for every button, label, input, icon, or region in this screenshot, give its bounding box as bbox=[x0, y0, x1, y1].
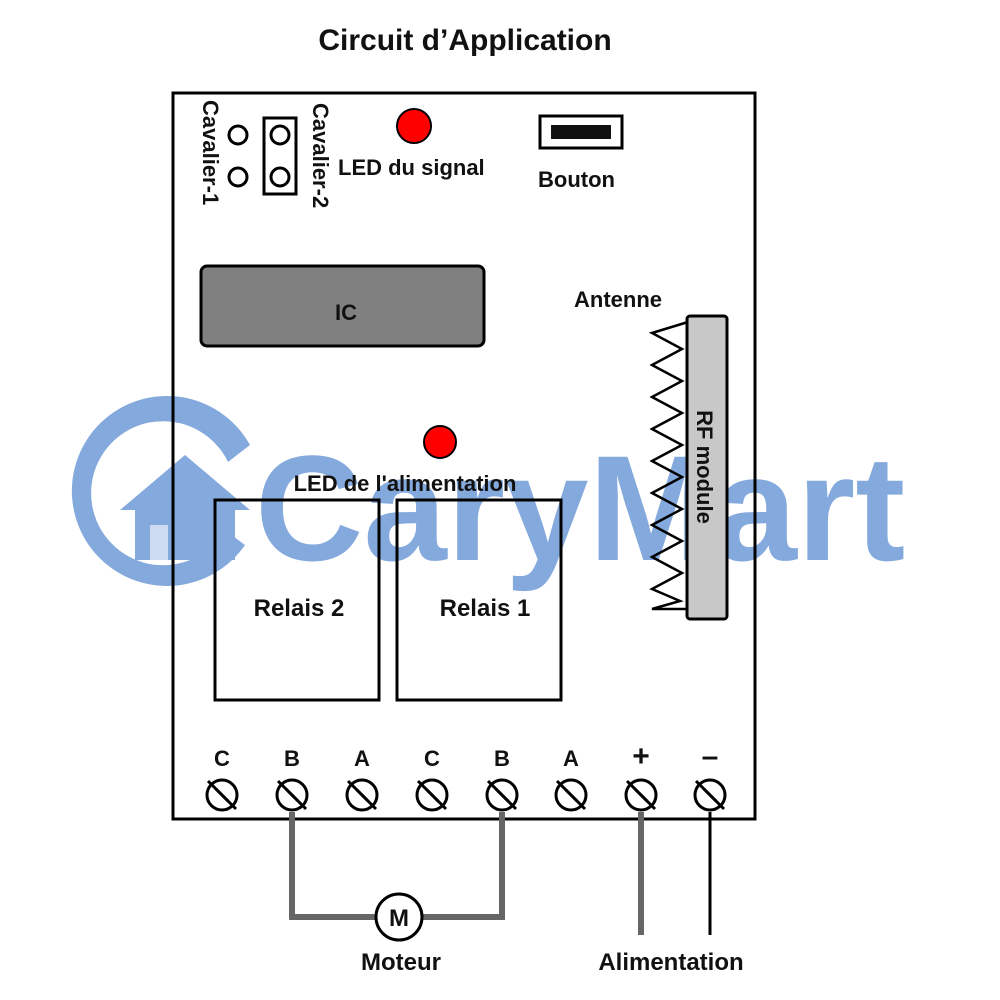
relay-1 bbox=[395, 498, 563, 702]
signal-led-icon bbox=[396, 108, 432, 144]
learn-button bbox=[538, 114, 624, 150]
relay-2-label: Relais 2 bbox=[254, 595, 345, 622]
screw-terminal-icon bbox=[415, 778, 449, 812]
terminal-label: B bbox=[284, 746, 300, 771]
screw-terminal-icon bbox=[485, 778, 519, 812]
power-supply-label: Alimentation bbox=[598, 949, 743, 976]
diagram-title: Circuit d’Application bbox=[318, 24, 611, 57]
jumper-2 bbox=[262, 116, 298, 196]
terminal-label: – bbox=[702, 740, 719, 773]
terminal-block: C B A C B A + – bbox=[205, 740, 727, 812]
receiver-board bbox=[171, 91, 757, 821]
jumper-1-pin-1 bbox=[227, 124, 249, 146]
jumper-2-pin-2 bbox=[269, 166, 291, 188]
rf-module-label: RF module bbox=[692, 410, 717, 524]
terminal-label: + bbox=[632, 740, 650, 773]
screw-terminal-icon bbox=[275, 778, 309, 812]
screw-terminal-icon bbox=[554, 778, 588, 812]
terminal-label: C bbox=[214, 746, 230, 771]
terminal-label: A bbox=[354, 746, 370, 771]
jumper-1-pin-2 bbox=[227, 166, 249, 188]
jumper-1 bbox=[227, 124, 249, 188]
button-label: Bouton bbox=[538, 167, 615, 192]
motor-wire bbox=[289, 812, 505, 920]
antenna-coil-icon bbox=[648, 320, 700, 611]
rf-module bbox=[685, 314, 729, 621]
relay-2 bbox=[213, 498, 381, 702]
antenna-label: Antenne bbox=[574, 287, 662, 312]
screw-terminal-icon bbox=[624, 778, 658, 812]
signal-led-label: LED du signal bbox=[338, 155, 485, 180]
jumper-2-label: Cavalier-2 bbox=[308, 103, 333, 208]
watermark-text: CaryMart bbox=[255, 424, 905, 592]
jumper-2-pin-1 bbox=[269, 124, 291, 146]
ic-chip bbox=[199, 264, 486, 348]
screw-terminal-icon bbox=[693, 778, 727, 812]
jumper-1-label: Cavalier-1 bbox=[198, 100, 223, 205]
relay-1-label: Relais 1 bbox=[440, 595, 531, 622]
motor-label: Moteur bbox=[361, 949, 441, 976]
motor-icon bbox=[374, 892, 424, 942]
button-actuator bbox=[551, 125, 611, 139]
power-led-label: LED de l'alimentation bbox=[294, 471, 517, 496]
motor-symbol: M bbox=[389, 905, 409, 932]
carymart-watermark: CaryMart bbox=[71, 395, 905, 592]
watermark-house-door bbox=[150, 525, 168, 560]
terminal-label: A bbox=[563, 746, 579, 771]
power-led-icon bbox=[423, 425, 457, 459]
screw-terminal-icon bbox=[205, 778, 239, 812]
screw-terminal-icon bbox=[345, 778, 379, 812]
terminal-label: B bbox=[494, 746, 510, 771]
ic-label: IC bbox=[335, 300, 357, 325]
terminal-label: C bbox=[424, 746, 440, 771]
